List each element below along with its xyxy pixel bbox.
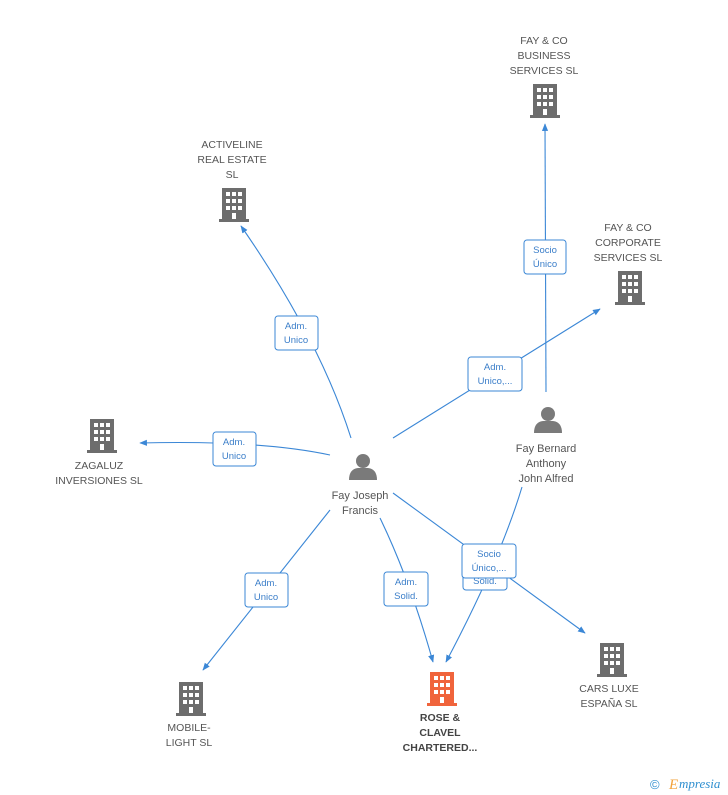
building-icon xyxy=(615,271,645,305)
edges xyxy=(139,123,601,671)
building-icon-main xyxy=(427,672,457,706)
person-icon xyxy=(349,454,377,480)
building-icon xyxy=(219,188,249,222)
building-icon xyxy=(597,643,627,677)
relation-label: Adm.Unico,... xyxy=(478,362,513,387)
brand-name: mpresia xyxy=(679,776,721,791)
relation-joseph-corporate[interactable]: Adm.Unico,... xyxy=(467,356,523,392)
company-label: MOBILE-LIGHT SL xyxy=(166,722,213,749)
relation-label: Adm.Solid. xyxy=(394,577,418,602)
brand-initial: E xyxy=(668,777,678,793)
building-icon xyxy=(87,419,117,453)
building-icon xyxy=(176,682,206,716)
relation-label: Solid. xyxy=(473,576,497,587)
building-icon xyxy=(530,84,560,118)
relation-joseph-rose[interactable]: Adm.Solid. xyxy=(383,571,429,607)
empresia-logo: © E mpresia xyxy=(650,776,721,793)
copyright-symbol: © xyxy=(650,777,660,792)
relation-joseph-zagaluz[interactable]: Adm.Unico xyxy=(212,431,257,467)
relation-label: Adm.Unico xyxy=(284,321,308,346)
person-icon xyxy=(534,407,562,433)
relation-label: Adm.Unico xyxy=(254,578,278,603)
relation-label: Adm.Unico xyxy=(222,437,246,462)
relation-joseph-activeline[interactable]: Adm.Unico xyxy=(274,315,319,351)
relation-joseph-mobile[interactable]: Adm.Unico xyxy=(244,572,289,608)
company-mobile-light[interactable]: MOBILE-LIGHT SL xyxy=(166,682,213,749)
